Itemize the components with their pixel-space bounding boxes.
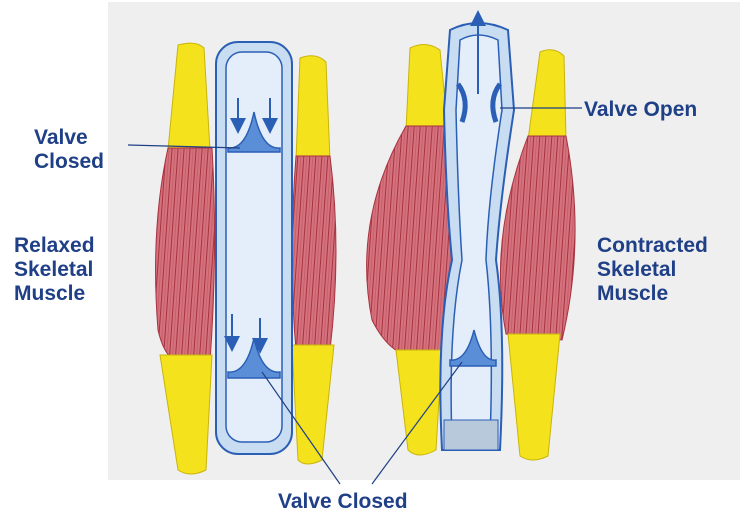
tendon-top (296, 56, 330, 160)
label-contracted-muscle: Contracted Skeletal Muscle (597, 234, 708, 306)
label-line: Skeletal (597, 258, 708, 282)
label-line: Skeletal (14, 258, 95, 282)
label-line: Closed (34, 150, 104, 174)
label-valve-closed-top: Valve Closed (34, 126, 104, 174)
label-relaxed-muscle: Relaxed Skeletal Muscle (14, 234, 95, 306)
label-line: Valve (34, 126, 104, 150)
label-line: Contracted (597, 234, 708, 258)
label-line: Muscle (597, 282, 708, 306)
label-valve-closed-bottom: Valve Closed (278, 490, 408, 514)
muscle-belly (292, 156, 336, 350)
label-line: Relaxed (14, 234, 95, 258)
vein-lumen (226, 52, 282, 442)
label-line: Muscle (14, 282, 95, 306)
relaxed-group (156, 42, 336, 474)
relaxed-vein (216, 42, 292, 454)
label-valve-open: Valve Open (584, 98, 697, 122)
muscle-belly (156, 148, 215, 362)
vein-base (444, 420, 498, 450)
